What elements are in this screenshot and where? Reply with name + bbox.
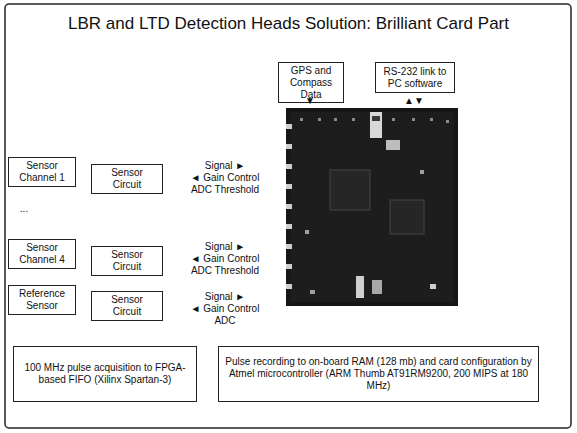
signal-label: ADC Threshold [165, 265, 285, 277]
box-text: Sensor Circuit [96, 249, 158, 273]
diagram-title: LBR and LTD Detection Heads Solution: Br… [10, 14, 567, 34]
box-text: Reference Sensor [13, 288, 71, 312]
box-text: Sensor Channel 1 [13, 160, 71, 184]
signal-label: Signal ► [165, 241, 285, 253]
box-text: Pulse recording to on-board RAM (128 mb)… [223, 356, 534, 391]
note-box: 100 MHz pulse acquisition to FPGA-based … [13, 346, 197, 402]
signal-label: ADC Threshold [165, 184, 285, 196]
sensor-box: Reference Sensor [8, 285, 76, 315]
box-text: Sensor Circuit [96, 167, 158, 191]
ellipsis: ... [0, 203, 84, 215]
signal-label: Signal ► [165, 160, 285, 172]
signal-label: ADC [165, 315, 285, 327]
circuit-box: Sensor Circuit [91, 291, 163, 321]
sensor-box: Sensor Channel 4 [8, 239, 76, 269]
link-box: RS-232 link to PC software [375, 62, 455, 93]
box-text: RS-232 link to PC software [380, 66, 450, 90]
direction-arrow: ▼ [250, 95, 370, 107]
circuit-box: Sensor Circuit [91, 246, 163, 276]
circuit-board-photo [286, 108, 458, 306]
direction-arrow: ▲▼ [354, 95, 474, 107]
box-text: Sensor Channel 4 [13, 242, 71, 266]
sensor-box: Sensor Channel 1 [8, 157, 76, 187]
signal-label: ◄ Gain Control [165, 253, 285, 265]
signal-label: ◄ Gain Control [165, 172, 285, 184]
box-text: 100 MHz pulse acquisition to FPGA-based … [18, 362, 192, 386]
box-text: Sensor Circuit [96, 294, 158, 318]
note-box: Pulse recording to on-board RAM (128 mb)… [218, 346, 539, 402]
signal-label: Signal ► [165, 291, 285, 303]
signal-label: ◄ Gain Control [165, 303, 285, 315]
outer-frame [5, 4, 571, 428]
circuit-box: Sensor Circuit [91, 164, 163, 194]
